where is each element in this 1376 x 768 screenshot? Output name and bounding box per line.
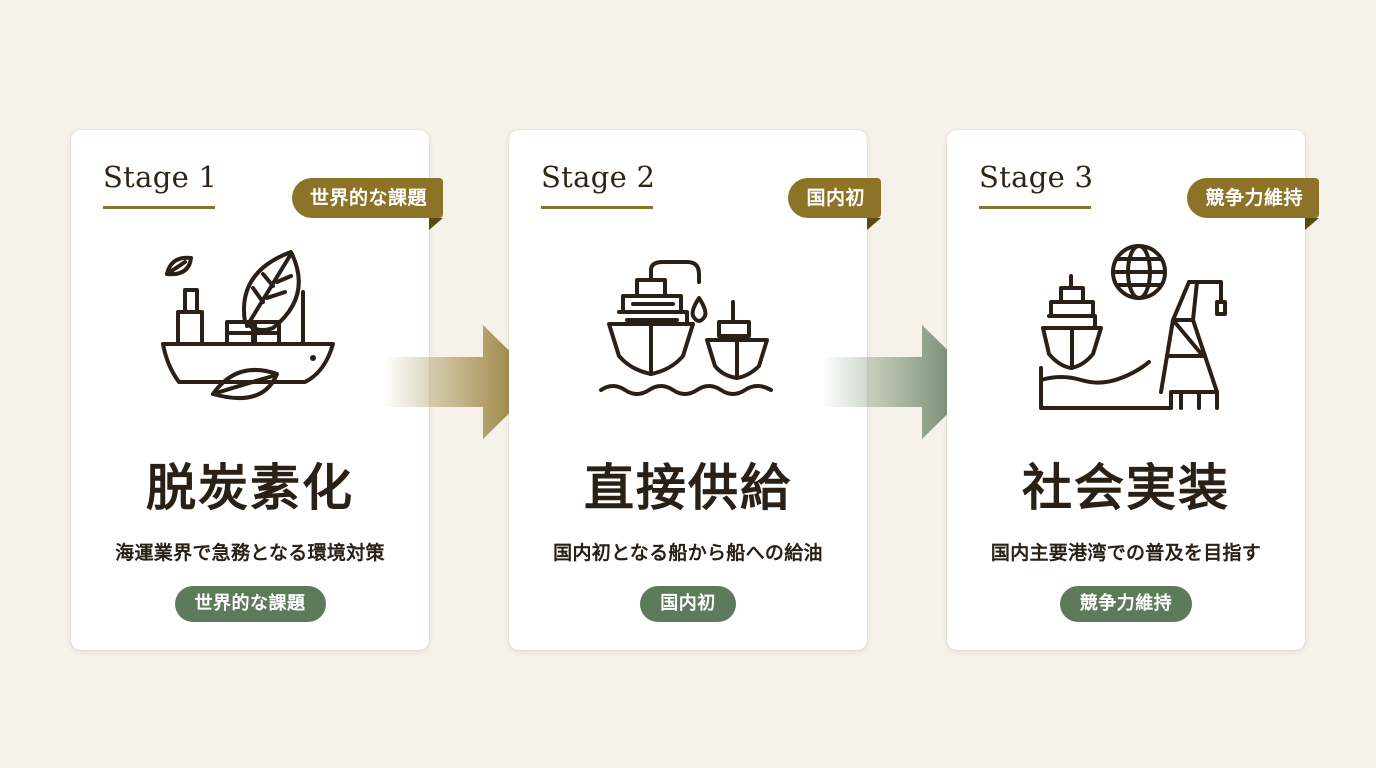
ribbon-fold [1305,218,1319,230]
ship-leaf-icon [145,242,355,412]
stage-pill-badge: 国内初 [640,586,736,622]
stage-underline [103,206,215,209]
ribbon-fold [429,218,443,230]
port-globe-crane-icon [1021,242,1231,412]
pill-wrapper: 世界的な課題 [71,586,429,622]
stage-ribbon-tag: 国内初 [788,178,881,218]
stage-title: 直接供給 [584,458,792,517]
stage-description: 国内主要港湾での普及を目指す [990,542,1262,564]
stage-label: Stage 3 [979,160,1094,194]
stage-card-1: Stage 1 世界的な課題 [71,130,443,650]
ribbon-fold [867,218,881,230]
stage-label: Stage 2 [541,160,656,194]
stage-description: 海運業界で急務となる環境対策 [115,542,385,564]
arrow-right-icon [822,325,982,440]
stage-pill-badge: 世界的な課題 [174,586,326,622]
stage-card-3: Stage 3 競争力維持 [947,130,1319,650]
stage-ribbon-tag: 競争力維持 [1187,178,1319,218]
stage-underline [541,206,653,209]
pill-wrapper: 国内初 [509,586,867,622]
stage-title: 脱炭素化 [146,458,354,517]
ship-to-ship-fuel-icon [583,242,793,412]
stage-card-2: Stage 2 国内初 直接供給 国内初となる船から船への給油 [509,130,881,650]
pill-wrapper: 競争力維持 [947,586,1305,622]
stage-pill-badge: 競争力維持 [1059,586,1193,622]
stage-ribbon-tag: 世界的な課題 [291,178,443,218]
stage-title: 社会実装 [1022,458,1230,517]
arrow-right-icon [383,325,543,440]
stage-description: 国内初となる船から船への給油 [553,542,823,564]
stage-label: Stage 1 [103,160,218,194]
stage-underline [979,206,1091,209]
